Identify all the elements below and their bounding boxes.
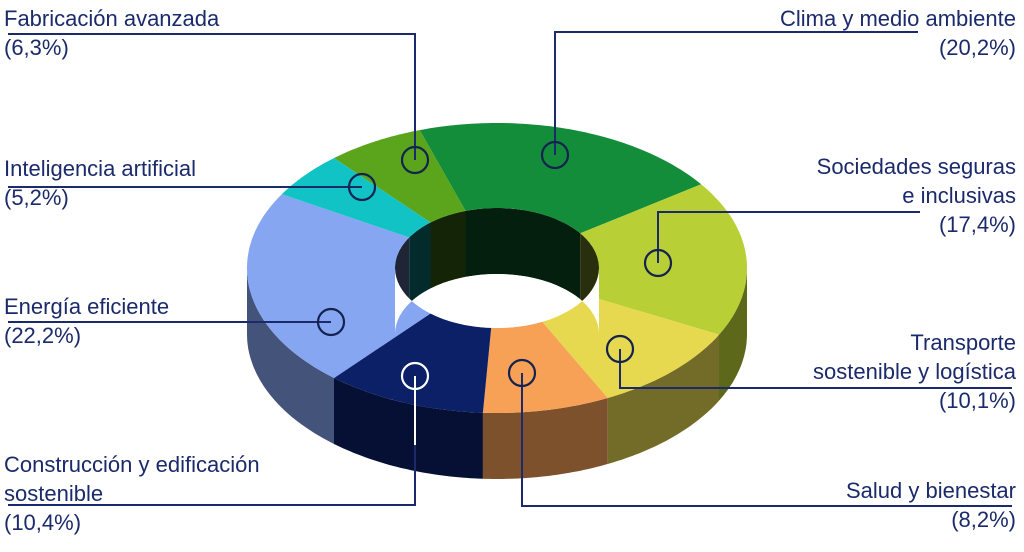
label-value: (5,2%) — [4, 185, 69, 210]
label-sociedades: Sociedades seguras e inclusivas (17,4%) — [817, 152, 1016, 239]
leader-marker-2 — [605, 334, 635, 364]
leader-marker-7 — [400, 145, 430, 175]
label-name: Energía eficiente — [4, 294, 170, 319]
side-wall-1 — [719, 268, 747, 401]
label-value: (10,1%) — [938, 388, 1016, 413]
leader-line-4-outer — [8, 445, 416, 506]
leader-marker-3 — [507, 358, 537, 388]
label-name: Fabricación avanzada — [4, 6, 220, 31]
label-salud: Salud y bienestar (8,2%) — [846, 476, 1016, 534]
leader-line-3 — [521, 373, 1012, 507]
slice-1 — [580, 184, 747, 335]
label-name: Construcción y edificación — [4, 452, 260, 477]
label-energia: Energía eficiente (22,2%) — [4, 292, 169, 350]
leader-marker-4 — [400, 361, 430, 391]
leader-marker-6 — [347, 172, 377, 202]
slice-3 — [482, 321, 608, 413]
label-name: Salud y bienestar — [846, 478, 1016, 503]
label-name: Transporte — [910, 330, 1016, 355]
donut-hole-walls — [395, 208, 599, 334]
hole-wall-0 — [465, 208, 581, 300]
label-construccion: Construcción y edificación sostenible (1… — [4, 450, 260, 537]
leader-marker-1 — [643, 248, 673, 278]
side-wall-2 — [607, 334, 719, 464]
leader-marker-0 — [540, 140, 570, 170]
label-name-line2: e inclusivas — [902, 183, 1016, 208]
label-inteligencia: Inteligencia artificial (5,2%) — [4, 154, 196, 212]
label-name: Sociedades seguras — [816, 154, 1016, 179]
leader-lines — [8, 31, 1012, 507]
label-value: (6,3%) — [4, 35, 69, 60]
leader-line-1 — [657, 211, 920, 263]
side-wall-5 — [247, 268, 334, 444]
label-transporte: Transporte sostenible y logística (10,1%… — [813, 328, 1016, 415]
leader-line-7 — [8, 33, 416, 160]
label-name-line2: sostenible — [4, 481, 104, 506]
slice-5 — [247, 194, 431, 378]
side-wall-4 — [334, 378, 483, 479]
label-fabricacion: Fabricación avanzada (6,3%) — [4, 4, 219, 62]
label-name: Inteligencia artificial — [4, 156, 196, 181]
slice-2 — [542, 295, 719, 398]
label-value: (8,2%) — [951, 507, 1016, 532]
label-value: (22,2%) — [4, 323, 82, 348]
slice-7 — [334, 130, 466, 223]
side-wall-3 — [482, 398, 608, 479]
label-name: Clima y medio ambiente — [780, 6, 1016, 31]
donut-side-walls — [247, 268, 747, 479]
label-name-line2: sostenible y logística — [813, 359, 1016, 384]
label-clima: Clima y medio ambiente (20,2%) — [780, 4, 1016, 62]
hole-wall-6 — [409, 222, 431, 304]
slice-0 — [419, 123, 702, 234]
donut-hole — [395, 268, 599, 334]
label-value: (10,4%) — [4, 510, 82, 535]
leader-markers — [316, 140, 673, 391]
label-value: (17,4%) — [938, 212, 1016, 237]
leader-marker-5 — [316, 307, 346, 337]
label-value: (20,2%) — [938, 35, 1016, 60]
hole-wall-7 — [430, 210, 466, 289]
leader-line-0 — [554, 31, 918, 155]
